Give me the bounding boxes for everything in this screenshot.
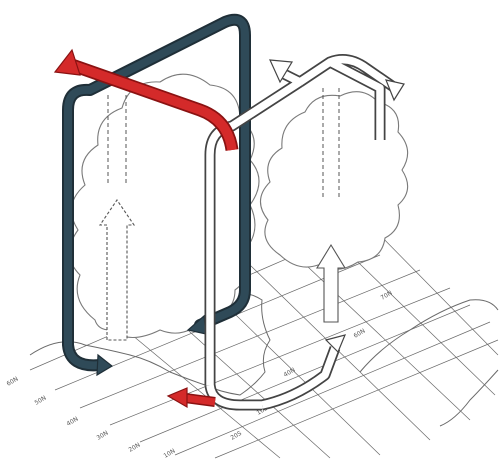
cumulus-cloud-right [259, 91, 409, 270]
grid-label: 60N [6, 376, 20, 388]
cumulus-cloud-left [68, 73, 260, 339]
white-cell-loop [204, 54, 405, 411]
loop-arrowhead-icon [324, 334, 347, 354]
grid-label: 10N [163, 448, 177, 459]
loop-arrowhead-icon [269, 59, 294, 84]
loop-arrowhead-icon [96, 353, 114, 377]
grid-labels-right: 70N 60N 40N 10S 20S [230, 290, 394, 442]
downdraft-dashes-left [107, 95, 127, 185]
grid-label: 10S [256, 405, 270, 417]
red-return-flow [53, 48, 239, 409]
grid-label: 50N [34, 395, 48, 407]
grid-label: 30N [96, 430, 110, 442]
grid-labels-left: 60N 50N 40N 30N 20N 10N [6, 376, 177, 459]
loop-arrowhead-icon [385, 79, 405, 102]
grid-label: 60N [353, 328, 367, 340]
return-arrowhead-icon [166, 387, 188, 409]
updraft-arrow-right [316, 243, 346, 323]
grid-label: 70N [380, 290, 394, 302]
updraft-arrow-left [98, 199, 136, 341]
coastline-right [359, 299, 499, 427]
downdraft-dashes-right [322, 88, 340, 200]
return-arrowhead-icon [53, 48, 81, 76]
grid-label: 40N [66, 416, 80, 428]
grid-label: 40N [283, 367, 297, 379]
coastline-left [29, 293, 271, 396]
dark-cell-loop [62, 13, 251, 377]
grid-label: 20N [128, 442, 142, 454]
grid-label: 20S [230, 430, 244, 442]
